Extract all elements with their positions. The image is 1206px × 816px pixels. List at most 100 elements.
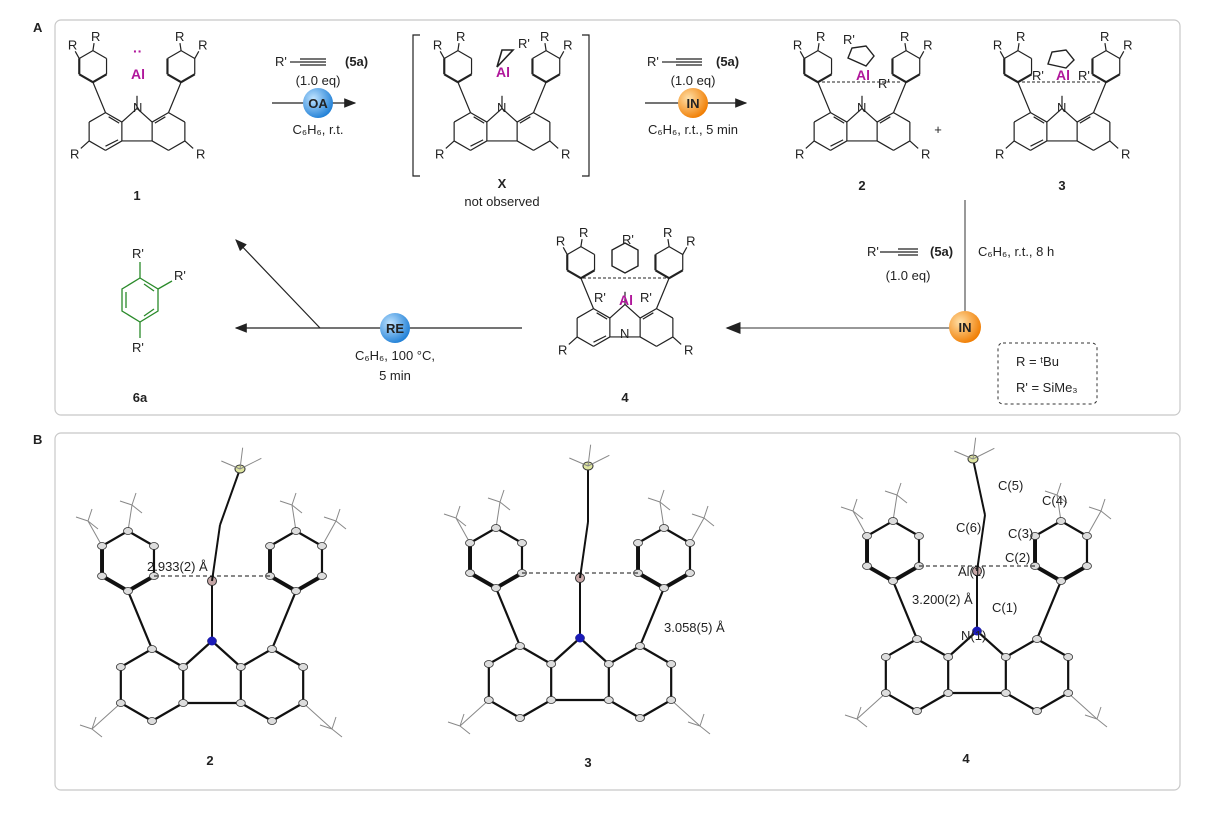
crystal-3 [443, 444, 715, 735]
atom-ellipsoid [666, 660, 677, 668]
atom-labels-4: Al(1) N(1) C(1) C(2) C(3) C(4) C(5) C(6) [956, 478, 1067, 643]
crystal-4 [840, 437, 1112, 728]
step-in-1: R' (5a) (1.0 eq) IN C₆H₆, r.t., 5 min [645, 54, 748, 137]
atom-ellipsoid [1056, 577, 1066, 585]
crystal-structures [75, 437, 1112, 738]
in-badge-circle [678, 88, 708, 118]
atom-r: R [900, 29, 909, 44]
compound-1-label: 1 [133, 188, 140, 203]
atom-ellipsoid [149, 542, 159, 550]
atom-rp-4c: R' [640, 290, 652, 305]
atom-r: R [175, 29, 184, 44]
n-atom [972, 626, 982, 636]
atom-r: R [563, 37, 572, 52]
atom-c6: C(6) [956, 520, 981, 535]
distance-4: 3.200(2) Å [912, 592, 973, 607]
equiv-label: (1.0 eq) [886, 268, 931, 283]
atom-r: R [795, 147, 804, 162]
atom-ellipsoid [1082, 562, 1092, 570]
atom-ellipsoid [1063, 689, 1074, 697]
atom-r: R [91, 29, 100, 44]
panel-a-frame [54, 19, 1181, 416]
atom-ellipsoid [483, 696, 494, 704]
atom-al-2: Al [856, 67, 870, 83]
compound-x-note: not observed [464, 194, 539, 209]
atom-r: R [793, 37, 802, 52]
atom-n-x: N [497, 100, 506, 115]
atom-ellipsoid [235, 663, 246, 671]
atom-ellipsoid [123, 527, 133, 535]
atom-r: R [558, 343, 567, 358]
panel-a-label: A [33, 20, 43, 35]
oa-conditions: C₆H₆, r.t. [293, 122, 344, 137]
alkyne-derived-ring [847, 45, 875, 67]
atom-ellipsoid [685, 539, 695, 547]
plus-sign: + [934, 122, 942, 137]
atom-c3: C(3) [1008, 526, 1033, 541]
atom-r: R [196, 147, 205, 162]
atom-ellipsoid [97, 572, 107, 580]
atom-r: R [684, 343, 693, 358]
atom-al-4: Al [619, 292, 633, 308]
atom-ellipsoid [515, 714, 525, 722]
compound-4-label: 4 [621, 390, 629, 405]
atom-ellipsoid [1063, 653, 1074, 661]
atom-ellipsoid [178, 663, 189, 671]
atom-ellipsoid [517, 539, 527, 547]
atom-r: R [456, 29, 465, 44]
atom-al-1: Al [131, 66, 145, 82]
atom-ellipsoid [1082, 532, 1092, 540]
atom-c5: C(5) [998, 478, 1023, 493]
atom-ellipsoid [914, 532, 924, 540]
atom-ellipsoid [546, 696, 557, 704]
atom-ellipsoid [465, 539, 475, 547]
atom-r: R [540, 29, 549, 44]
atom-r: R [1100, 29, 1109, 44]
atom-r: R [561, 147, 570, 162]
atom-ellipsoid [635, 642, 645, 650]
re-badge: RE [386, 321, 404, 336]
atom-n-3: N [1057, 100, 1066, 115]
legend-rp: R' = SiMe₃ [1016, 380, 1078, 395]
atom-rp-3b: R' [1078, 68, 1090, 83]
crystal-2 [75, 447, 347, 738]
atom-ellipsoid [178, 699, 189, 707]
atom-r: R [1016, 29, 1025, 44]
atom-rp-6a-3: R' [132, 340, 144, 355]
atom-r: R [995, 147, 1004, 162]
substituent-legend: R = ᵗBu R' = SiMe₃ [997, 342, 1098, 405]
atom-r: R [1121, 147, 1130, 162]
atom-ellipsoid [666, 696, 677, 704]
atom-ellipsoid [603, 696, 614, 704]
atom-al-x: Al [496, 64, 510, 80]
reagent-id: (5a) [345, 54, 368, 69]
atom-ellipsoid [123, 587, 133, 595]
reagent-id: (5a) [716, 54, 739, 69]
atom-ellipsoid [491, 584, 501, 592]
atom-ellipsoid [491, 524, 501, 532]
atom-rp-6a-1: R' [132, 246, 144, 261]
in2-badge-circle [949, 311, 981, 343]
atom-ellipsoid [317, 542, 327, 550]
atom-ellipsoid [943, 653, 954, 661]
atom-r: R [921, 147, 930, 162]
atom-ellipsoid [147, 645, 157, 653]
atom-r: R [70, 147, 79, 162]
atom-ellipsoid [862, 532, 872, 540]
atom-ellipsoid [115, 663, 126, 671]
atom-ellipsoid [659, 584, 669, 592]
atom-c1: C(1) [992, 600, 1017, 615]
atom-ellipsoid [115, 699, 126, 707]
atom-r: R [993, 37, 1002, 52]
atom-ellipsoid [1030, 532, 1040, 540]
panel-b-label: B [33, 432, 42, 447]
atom-r: R [816, 29, 825, 44]
atom-ellipsoid [546, 660, 557, 668]
alkyne-derived-ring [611, 242, 639, 274]
compound-6a-label: 6a [133, 390, 148, 405]
atom-r: R [923, 37, 932, 52]
atom-r: R [433, 37, 442, 52]
